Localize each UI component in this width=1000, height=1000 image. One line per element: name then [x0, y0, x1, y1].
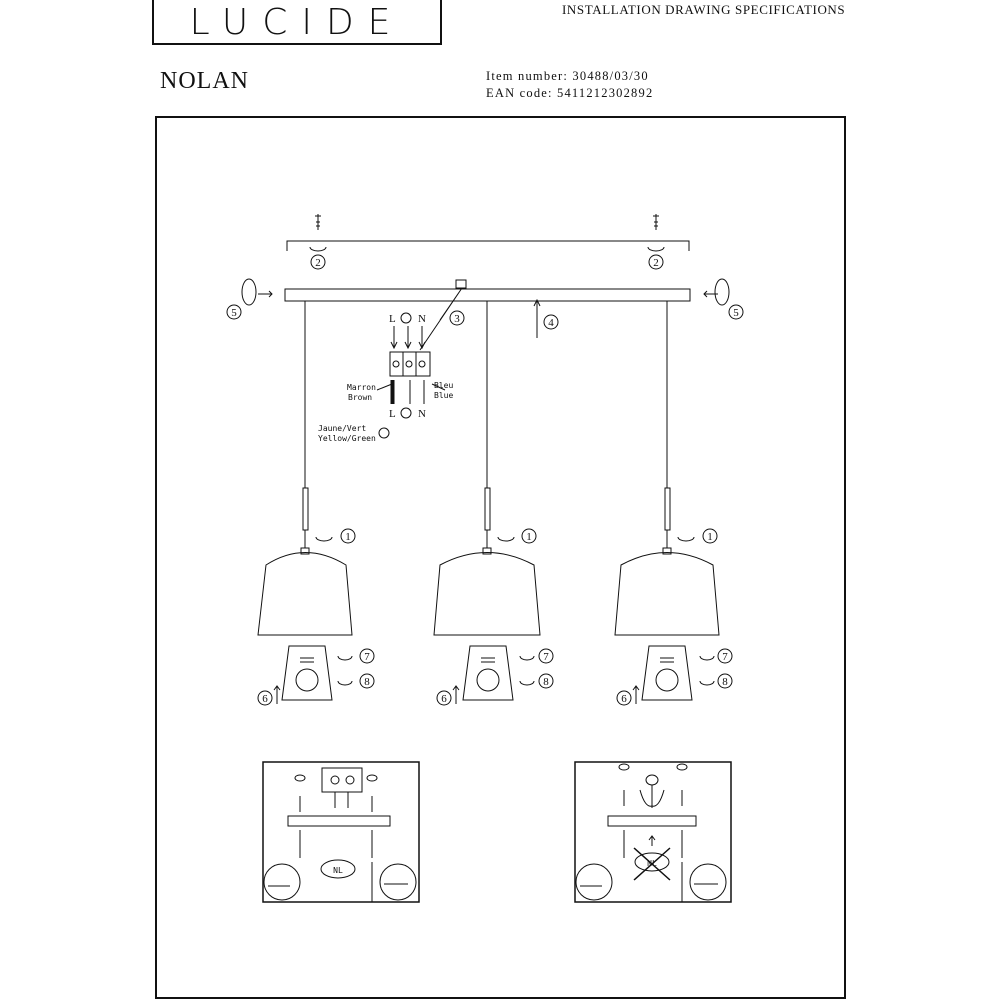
neutral-label-top: N	[418, 313, 426, 325]
lamp-shade	[257, 552, 720, 636]
step-6-label: 6	[441, 693, 447, 705]
step-3-label: 3	[454, 313, 460, 325]
brown-label-fr: Marron	[347, 383, 376, 392]
step-8-label: 8	[364, 676, 370, 688]
step-1-label: 1	[526, 531, 532, 543]
step-5-label: 5	[231, 307, 237, 319]
step-8-label: 8	[543, 676, 549, 688]
ean-code: EAN code: 5411212302892	[486, 86, 654, 100]
step-5-label: 5	[733, 307, 739, 319]
earth-label-fr: Jaune/Vert	[318, 424, 366, 433]
wiring-labels: L N L N Marron Brown Bleu Blue Jaune/Ver…	[318, 313, 453, 443]
step-2-label: 2	[653, 257, 659, 269]
brown-label-en: Brown	[348, 393, 372, 402]
step-6-label: 6	[262, 693, 268, 705]
step-7-label: 7	[543, 651, 549, 663]
screw-icon	[315, 214, 659, 230]
document-title: INSTALLATION DRAWING SPECIFICATIONS	[562, 2, 846, 17]
brand-logo: LUCIDE	[152, 0, 442, 45]
drawing-frame	[155, 116, 846, 999]
earth-label-en: Yellow/Green	[318, 434, 376, 443]
nl-badge-left: NL	[333, 866, 343, 875]
step-1-label: 1	[707, 531, 713, 543]
blue-label-fr: Bleu	[434, 381, 453, 390]
step-numbers: 2 2 3 4 5 5 1 1 1 7 7 7 8 8 8 6 6 6	[231, 257, 739, 705]
step-1-label: 1	[345, 531, 351, 543]
canopy-bar	[284, 288, 691, 302]
product-meta: Item number: 30488/03/30 EAN code: 54112…	[486, 68, 653, 102]
product-name: NOLAN	[160, 68, 249, 94]
logo-text: LUCIDE	[189, 2, 405, 43]
step-circles	[226, 254, 744, 706]
step-7-label: 7	[722, 651, 728, 663]
detail-panel-left	[262, 761, 420, 903]
step-4-label: 4	[548, 317, 554, 329]
blue-label-en: Blue	[434, 391, 453, 400]
step-2-label: 2	[315, 257, 321, 269]
live-label-top: L	[389, 313, 396, 325]
suspension-cable	[302, 301, 671, 548]
mounting-bracket	[286, 240, 690, 251]
detail-panel-right	[574, 761, 732, 903]
nl-badge-right: NL	[647, 859, 657, 868]
step-7-label: 7	[364, 651, 370, 663]
bulb-holder	[281, 645, 693, 701]
neutral-label-bottom: N	[418, 408, 426, 420]
step-8-label: 8	[722, 676, 728, 688]
step-6-label: 6	[621, 693, 627, 705]
live-label-bottom: L	[389, 408, 396, 420]
end-cap-icon	[241, 278, 730, 306]
item-number: Item number: 30488/03/30	[486, 69, 649, 83]
